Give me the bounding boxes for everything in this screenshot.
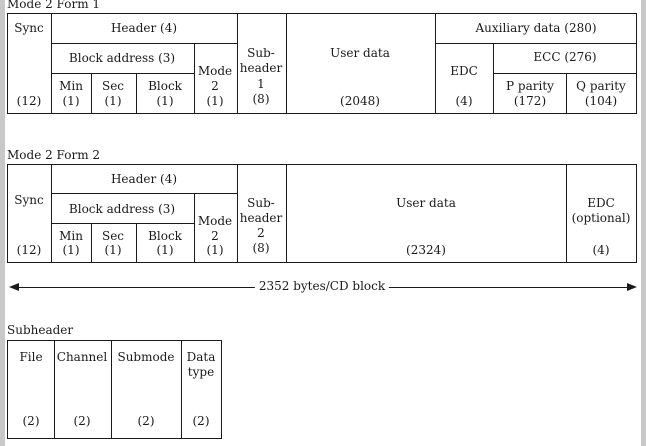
form1-edc-label: EDC — [450, 64, 478, 78]
subheader-channel-size: (2) — [73, 414, 91, 428]
form1-p-parity-label: P parity — [506, 79, 554, 93]
subheader-submode-label: Submode — [117, 350, 175, 364]
form1-q-parity-size: (104) — [584, 94, 618, 108]
form1-sec-label: Sec — [101, 79, 125, 93]
form1-q-parity-label: Q parity — [576, 79, 626, 93]
form1-sync-label: Sync — [14, 21, 44, 35]
form2-edc-size: (4) — [592, 243, 610, 257]
form2-min-label: Min — [59, 229, 83, 243]
form1-user-data-size: (2048) — [340, 94, 380, 108]
form2-edc-optional: (optional) — [571, 211, 631, 225]
form2-title: Mode 2 Form 2 — [7, 148, 101, 162]
left-margin-bar — [0, 0, 5, 446]
form1-block-size: (1) — [156, 94, 174, 108]
form2-mode-size: (1) — [206, 243, 224, 257]
form1-min-label: Min — [59, 79, 83, 93]
form2-edc-label: EDC — [587, 196, 615, 210]
form2-sec-label: Sec — [101, 229, 125, 243]
subheader-datatype-size: (2) — [192, 414, 210, 428]
form1-mode-size: (1) — [206, 94, 224, 108]
form1-subheader-label-1: Sub- — [247, 46, 275, 60]
subheader-channel-label: Channel — [56, 350, 108, 364]
form1-aux-label: Auxiliary data (280) — [475, 21, 597, 35]
form2-block-label: Block — [148, 229, 182, 243]
form2-min-size: (1) — [62, 243, 80, 257]
form1-ecc-label: ECC (276) — [533, 50, 597, 64]
form1-user-data-label: User data — [330, 46, 390, 60]
form2-subheader-size: (8) — [252, 241, 270, 255]
subheader-datatype-label-2: type — [187, 365, 215, 379]
form1-mode-value: 2 — [211, 79, 219, 93]
form1-subheader-label-2: header — [239, 61, 283, 75]
form2-subheader-label-2: header — [239, 211, 283, 225]
form1-sec-size: (1) — [104, 94, 122, 108]
form2-block-address-label: Block address (3) — [68, 202, 176, 216]
form1-sync-size: (12) — [16, 94, 42, 108]
form2-user-data-label: User data — [396, 196, 456, 210]
form1-min-size: (1) — [62, 94, 80, 108]
form2-sec-size: (1) — [104, 243, 122, 257]
form2-subheader-label-3: 2 — [257, 226, 265, 240]
form2-block-size: (1) — [156, 243, 174, 257]
subheader-datatype-label-1: Data — [186, 350, 216, 364]
form2-sync-size: (12) — [16, 243, 42, 257]
form2-subheader-label-1: Sub- — [247, 196, 275, 210]
form1-edc-size: (4) — [455, 94, 473, 108]
form1-header-label: Header (4) — [110, 21, 178, 35]
form1-p-parity-size: (172) — [513, 94, 547, 108]
right-margin-bar — [641, 0, 646, 446]
form1-block-label: Block — [148, 79, 182, 93]
form1-subheader-label-3: 1 — [257, 77, 265, 91]
form1-subheader-size: (8) — [252, 92, 270, 106]
subheader-title: Subheader — [7, 323, 74, 337]
subheader-submode-size: (2) — [137, 414, 155, 428]
subheader-file-label: File — [19, 350, 43, 364]
form2-sync-label: Sync — [14, 193, 44, 207]
form1-mode-label: Mode — [197, 64, 233, 78]
form1-title: Mode 2 Form 1 — [7, 0, 101, 11]
block-size-label: 2352 bytes/CD block — [254, 279, 390, 293]
form2-header-label: Header (4) — [110, 172, 178, 186]
form2-mode-label: Mode — [197, 214, 233, 228]
form2-user-data-size: (2324) — [406, 243, 446, 257]
form1-block-address-label: Block address (3) — [68, 51, 176, 65]
subheader-file-size: (2) — [22, 414, 40, 428]
form2-mode-value: 2 — [211, 229, 219, 243]
